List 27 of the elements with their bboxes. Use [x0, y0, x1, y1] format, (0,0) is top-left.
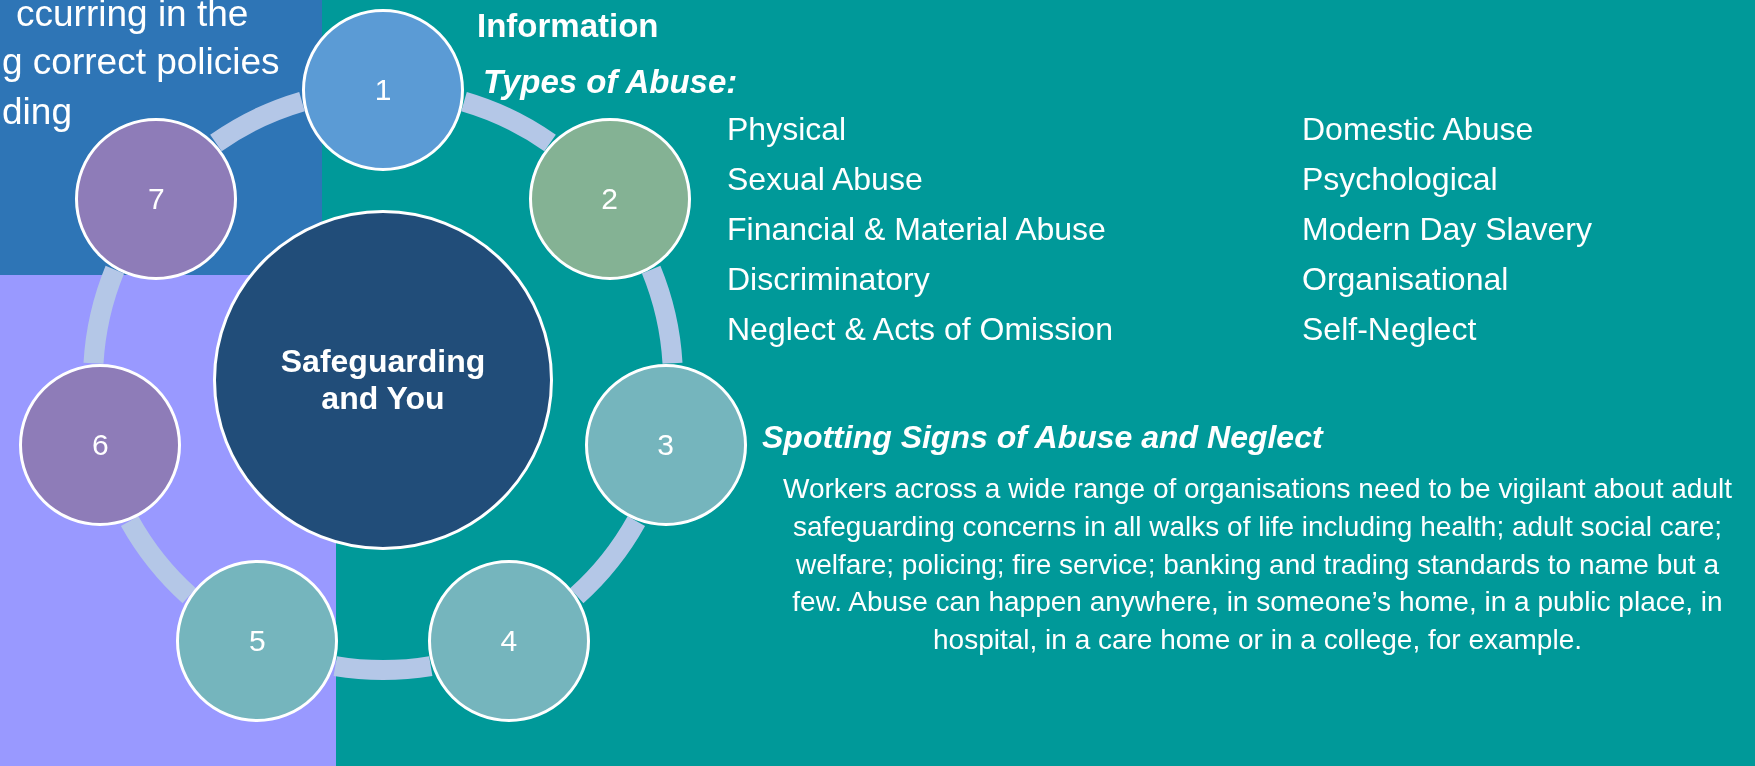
list-item: Self-Neglect — [1302, 310, 1477, 349]
list-item: Discriminatory — [727, 260, 930, 299]
list-item: Psychological — [1302, 160, 1498, 199]
step-circle: 3 — [584, 363, 747, 526]
step-circle: 2 — [528, 118, 691, 281]
ring-connector — [460, 92, 556, 152]
list-item: Financial & Material Abuse — [727, 210, 1106, 249]
body-text: ding — [2, 90, 72, 134]
list-item: Modern Day Slavery — [1302, 210, 1592, 249]
ring-connector — [210, 92, 306, 152]
subheading: Types of Abuse: — [483, 62, 738, 102]
step-circle: 4 — [427, 560, 590, 723]
subheading: Spotting Signs of Abuse and Neglect — [762, 418, 1323, 457]
list-item: Physical — [727, 110, 847, 149]
ring-connector — [334, 656, 432, 680]
ring-connector — [121, 515, 197, 603]
step-circle: 1 — [302, 9, 464, 171]
list-item: Neglect & Acts of Omission — [727, 310, 1113, 349]
ring-connector — [569, 515, 645, 603]
paragraph: Workers across a wide range of organisations need to be vigilant about adult safeguarding concerns in all walks of life including health; adult social care; welfare; policing; fire service; banking and trading standards to name but a few. Abuse can happen anywhere, in someone’s home, in a public place, in hospital, in a care home or in a college, for example. — [782, 472, 1733, 658]
list-item: Organisational — [1302, 260, 1509, 299]
ring-connector — [641, 266, 683, 365]
heading: Information — [477, 6, 659, 46]
body-text: g correct policies — [2, 40, 280, 84]
list-item: Sexual Abuse — [727, 160, 923, 199]
ring-connector — [83, 266, 125, 365]
list-item: Domestic Abuse — [1302, 110, 1534, 149]
